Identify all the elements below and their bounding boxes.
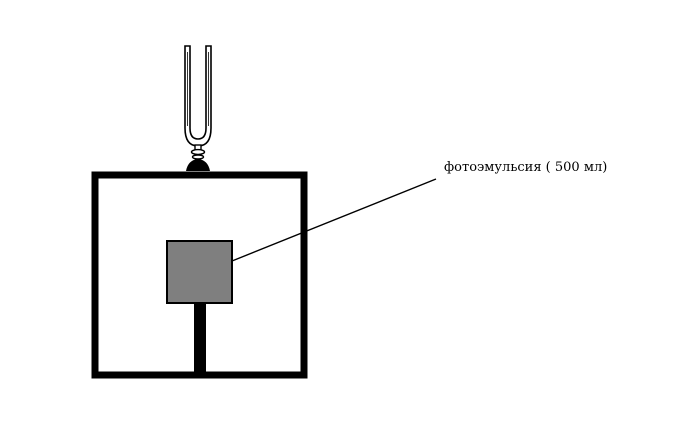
- leader-line: [231, 178, 437, 262]
- support-post: [194, 302, 206, 375]
- tuning-fork-icon: [184, 45, 212, 171]
- sample-container: [166, 240, 233, 304]
- sample-label: фотоэмульсия ( 500 мл): [444, 160, 608, 175]
